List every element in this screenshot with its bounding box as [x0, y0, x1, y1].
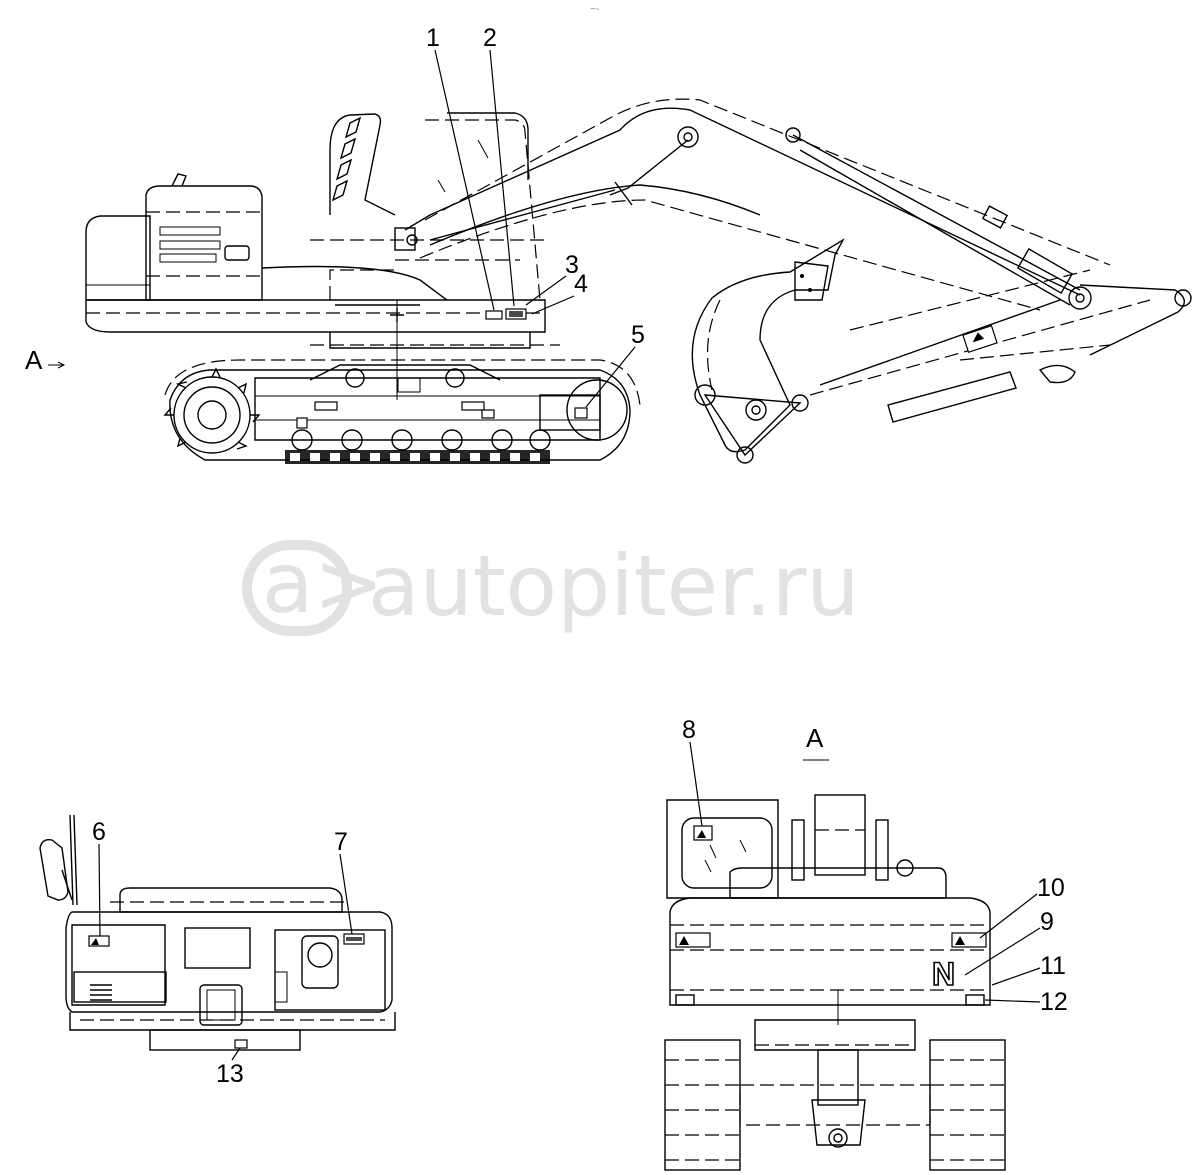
cab-outline-dashed: [425, 119, 541, 301]
arm-cylinder: [792, 134, 1081, 291]
bucket: [691, 238, 845, 453]
cab-light-slots: [331, 116, 362, 202]
bucket-rear: [811, 1099, 866, 1146]
boom-lower-edge: [429, 184, 761, 246]
counterweight-rear: [669, 897, 991, 1006]
view-a-title: A: [806, 723, 824, 753]
bucket-pin: [694, 384, 716, 406]
watermark-logo-glyph: a>: [262, 534, 384, 632]
arm-lower-edge: [819, 299, 1061, 386]
decal-6: [88, 935, 110, 947]
callout-9: 9: [1040, 908, 1054, 936]
decal-13: [234, 1039, 248, 1049]
boom-cylinder-rod: [429, 189, 616, 241]
boom-upper-edge: [404, 107, 1081, 296]
callout-12: 12: [1040, 988, 1068, 1016]
decal-1: [485, 310, 503, 320]
hood-louvers: [159, 226, 250, 263]
boom-foot-bracket: [394, 227, 416, 251]
vent-grille: [90, 984, 112, 1001]
top-view-upper-structure: [39, 814, 396, 1051]
frame-decal: [461, 401, 485, 411]
boom-pin: [677, 126, 699, 148]
bucket-tooth: [794, 261, 829, 301]
bucket-linkage: [703, 394, 802, 457]
track-shoes: [285, 450, 550, 464]
center-joint: [817, 1049, 859, 1106]
side-compartment: [274, 929, 386, 1011]
decal-5: [574, 407, 588, 419]
side-view-callouts: 1 2 3 4 5: [426, 24, 645, 408]
view-a-callouts: 8 10 9 11 12: [682, 716, 1068, 1016]
callout-5: 5: [631, 321, 645, 349]
fuel-tank-cap-area: [199, 984, 243, 1026]
callout-13: 13: [216, 1060, 244, 1088]
view-arrow-icon: [48, 361, 66, 369]
view-arrow-label: A: [25, 345, 43, 375]
mirror-stay: [69, 814, 74, 906]
bottom-frame: [69, 1012, 396, 1031]
exhaust-pipe: [171, 173, 187, 187]
watermark-text: autopiter.ru: [368, 537, 860, 635]
callout-6: 6: [92, 818, 106, 846]
fuel-cap-icon: [307, 942, 333, 968]
cab-rear-window: [681, 817, 773, 889]
frame-decal: [314, 401, 338, 411]
top-mark: ~-: [590, 4, 599, 15]
side-view-excavator: A: [25, 98, 1192, 464]
mirror: [39, 838, 69, 901]
track-right-rear: [929, 1039, 1006, 1171]
callout-3: 3: [565, 251, 579, 279]
cab-top: [71, 924, 166, 1006]
engine-hood-rear: [729, 867, 947, 899]
watermark: a> autopiter.ru: [242, 534, 860, 636]
watermark-logo-icon: [242, 540, 352, 636]
callout-4: 4: [574, 270, 588, 298]
swing-ring-rear: [754, 1019, 916, 1051]
frame-decal: [296, 417, 308, 429]
view-a-rear: A N: [664, 723, 1006, 1171]
rear-lamp-left: [675, 994, 695, 1006]
rear-lamp-right: [965, 994, 985, 1006]
boom-cylinder-right: [875, 819, 889, 881]
hatch-panel: [184, 927, 251, 969]
upper-body-outline: [65, 911, 393, 1013]
deck-cover: [261, 265, 448, 301]
callout-1: 1: [426, 24, 440, 52]
callout-11: 11: [1040, 952, 1066, 980]
brand-letter: N: [932, 956, 955, 992]
upper-frame: [85, 299, 546, 333]
engine-hood: [145, 185, 263, 301]
boom-cylinder-left: [791, 819, 805, 881]
drive-sprocket: [163, 367, 261, 454]
swing-bearing: [329, 332, 531, 349]
callout-2: 2: [483, 24, 497, 52]
top-view-callouts: 6 7 13: [92, 818, 353, 1088]
frame-decal: [481, 409, 495, 419]
callout-10: 10: [1037, 874, 1065, 902]
callout-7: 7: [334, 828, 348, 856]
engine-cover-top: [119, 887, 343, 913]
track-left-rear: [664, 1039, 741, 1171]
cab-frame: [329, 113, 396, 216]
bucket-cylinder: [887, 371, 1017, 423]
swing-base: [149, 1029, 301, 1051]
counterweight: [85, 215, 151, 301]
cab-lower-panel: [73, 971, 167, 1003]
callout-8: 8: [682, 716, 696, 744]
boom-rear: [814, 794, 866, 876]
track-outline: [169, 369, 631, 461]
idler-wheel: [566, 379, 628, 441]
